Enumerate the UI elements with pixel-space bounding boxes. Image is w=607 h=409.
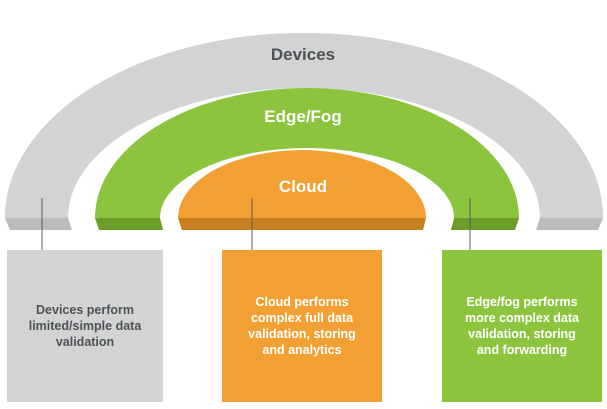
devices-label: Devices: [271, 45, 335, 64]
cloud-label: Cloud: [279, 177, 327, 196]
edge-fog-description-box: Edge/fog performs more complex data vali…: [442, 250, 602, 402]
edge-fog-label: Edge/Fog: [264, 107, 341, 126]
cloud-dome-bottom-edge: [178, 218, 426, 230]
cloud-description: Cloud performs complex full data validat…: [248, 295, 356, 357]
devices-arch: [5, 33, 603, 218]
devices-description: Devices perform limited/simple data vali…: [28, 303, 142, 349]
edge-fog-description: Edge/fog performs more complex data vali…: [465, 295, 579, 357]
devices-arch-bottom-edge: [5, 218, 603, 230]
devices-description-box: Devices perform limited/simple data vali…: [7, 250, 163, 402]
cloud-description-box: Cloud performs complex full data validat…: [222, 250, 382, 402]
cloud-dome: [178, 150, 426, 218]
edge-fog-arch-bottom-edge: [95, 218, 519, 230]
edge-fog-arch: [95, 88, 519, 218]
